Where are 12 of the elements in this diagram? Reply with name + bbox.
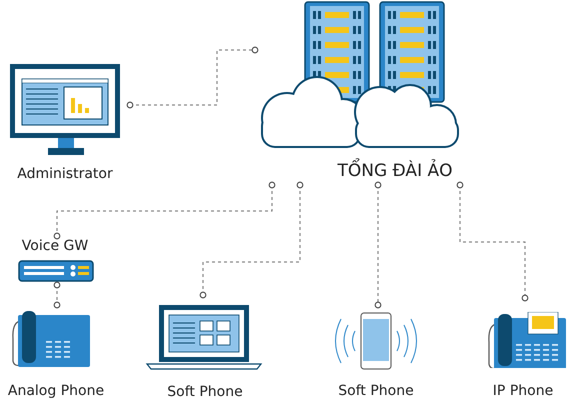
dotted-connector — [456, 182, 528, 302]
dotted-connector — [54, 182, 276, 240]
node-label: Soft Phone — [337, 383, 415, 399]
node-label: Voice GW — [20, 238, 90, 254]
node-label: Administrator — [16, 166, 114, 182]
dotted-connector — [374, 182, 382, 308]
dotted-connector — [54, 282, 60, 308]
node-label: Soft Phone — [166, 384, 244, 400]
node-label: IP Phone — [492, 383, 554, 399]
node-label: Analog Phone — [6, 383, 106, 399]
dotted-connector — [200, 182, 304, 298]
dotted-connector — [126, 46, 258, 108]
